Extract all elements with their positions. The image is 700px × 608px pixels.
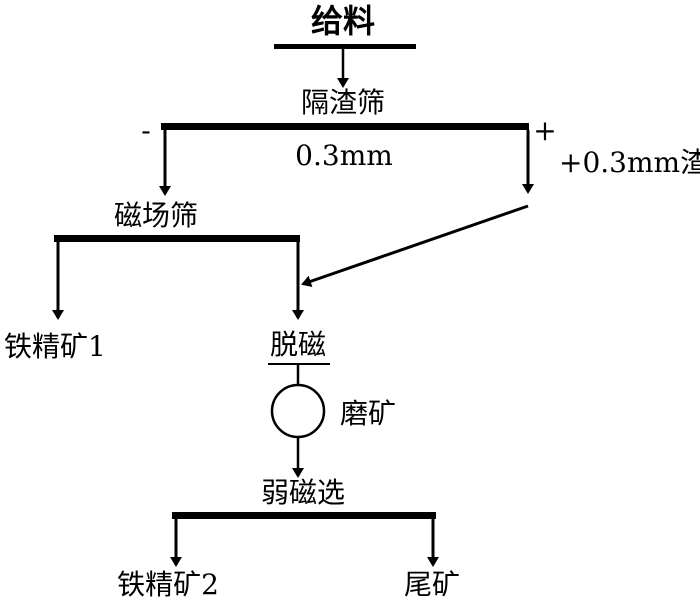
screen-size-label: 0.3mm bbox=[295, 139, 393, 172]
grinding-mill-circle bbox=[270, 383, 326, 439]
tailings-label: 尾矿 bbox=[404, 568, 460, 601]
plus-sign: + bbox=[533, 114, 556, 147]
grinding-label: 磨矿 bbox=[340, 397, 396, 430]
oversize-residue-label: +0.3mm渣 bbox=[559, 146, 700, 179]
oversize-to-demag-arrow bbox=[301, 204, 529, 288]
magnetic-screen-label: 磁场筛 bbox=[114, 199, 198, 232]
feed-bar bbox=[274, 44, 416, 49]
weak-magnetic-separation-label: 弱磁选 bbox=[261, 476, 345, 509]
weak-magnetic-separation-bar bbox=[172, 512, 436, 519]
iron-concentrate-1-label: 铁精矿1 bbox=[4, 330, 106, 363]
magnetic-screen-bar bbox=[54, 235, 300, 242]
feed-label: 给料 bbox=[311, 2, 375, 40]
minus-sign: - bbox=[141, 114, 150, 147]
demagnetize-label: 脱磁 bbox=[270, 328, 326, 361]
isolation-screen-bar bbox=[161, 123, 529, 130]
iron-concentrate-2-label: 铁精矿2 bbox=[117, 568, 219, 601]
isolation-screen-label: 隔渣筛 bbox=[301, 86, 385, 119]
